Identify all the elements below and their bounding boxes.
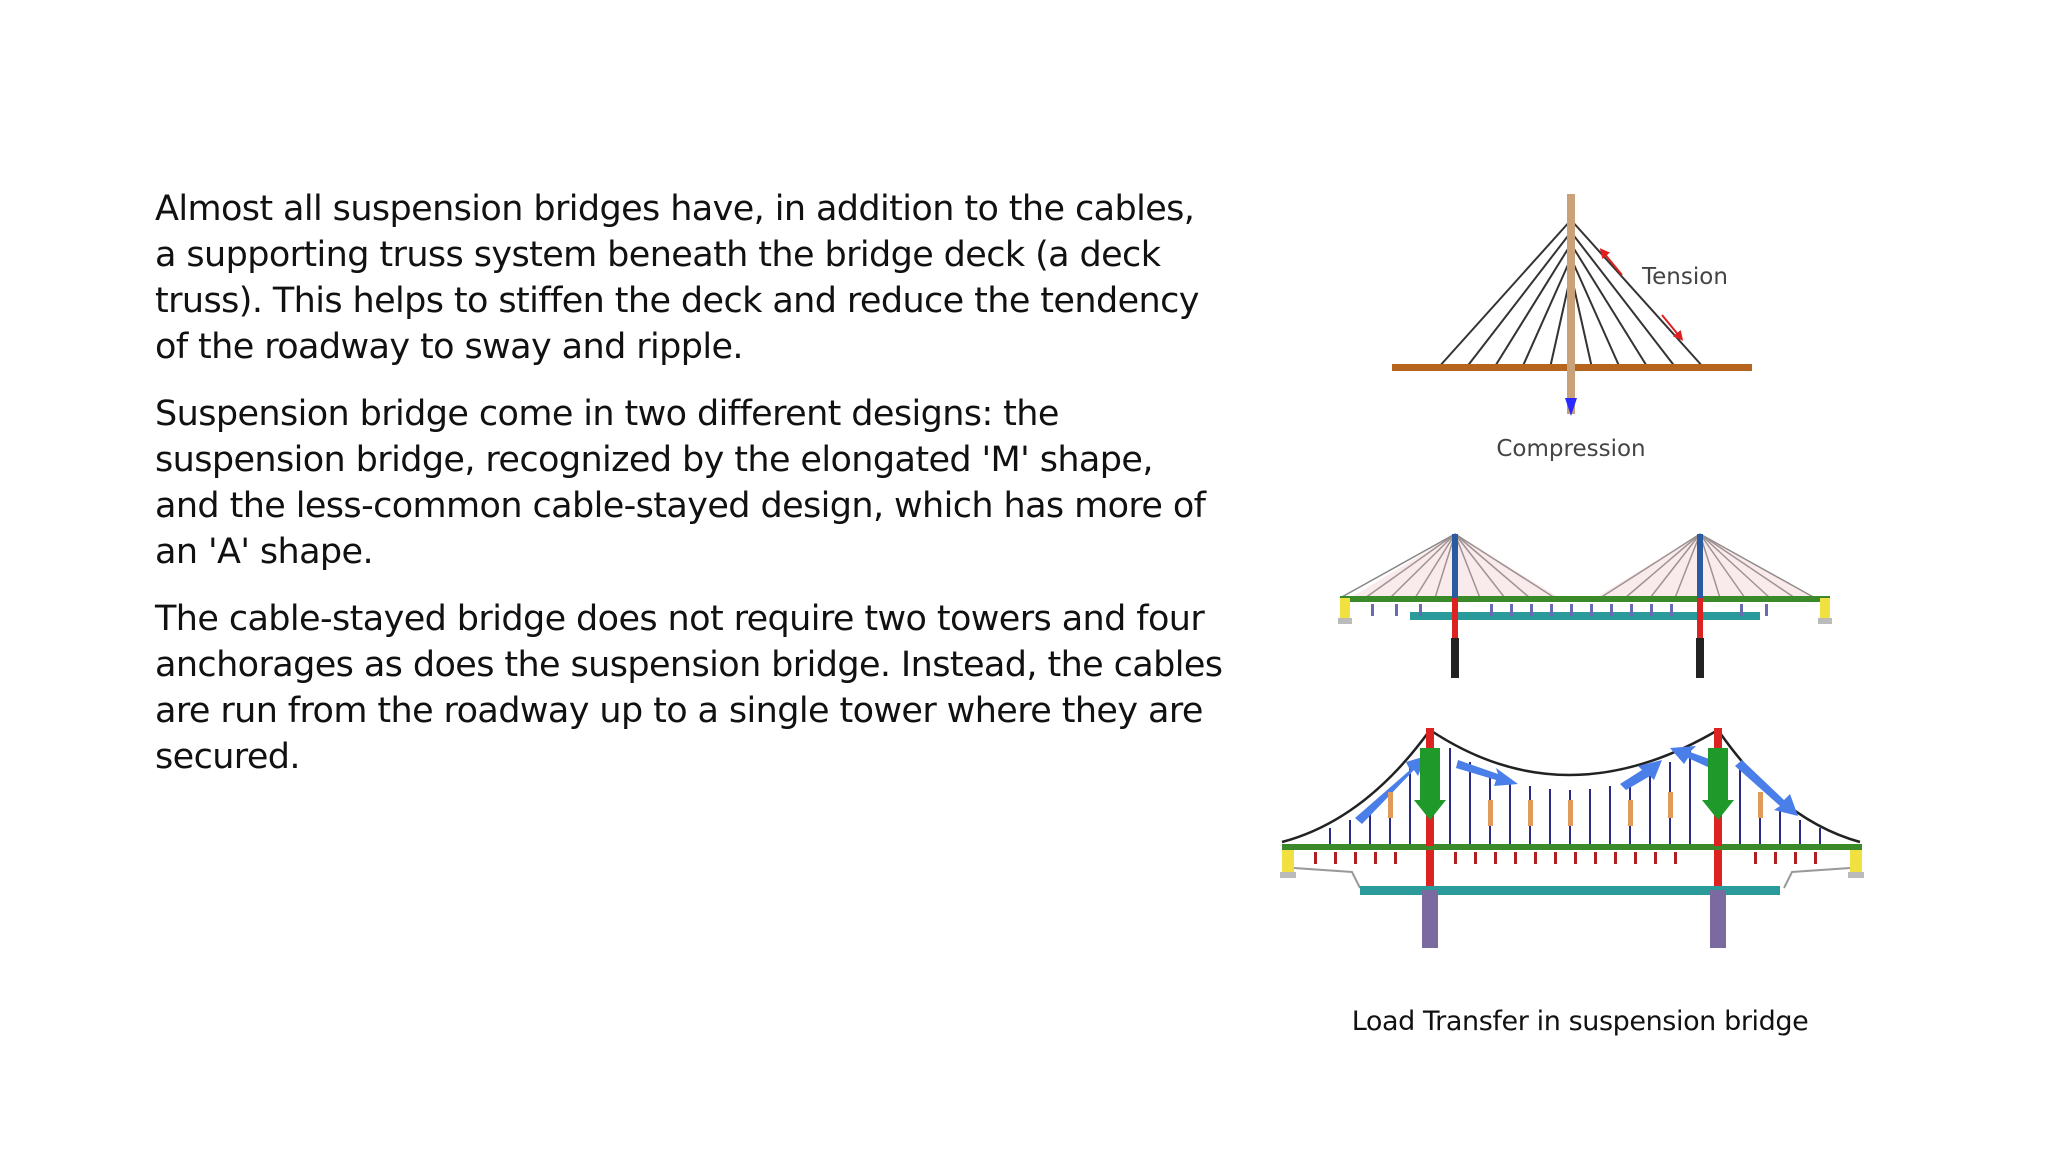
tower-force-arrow-right <box>1702 748 1734 820</box>
hanger-tension-arrows <box>1388 792 1763 826</box>
cable-stayed-deck <box>1340 596 1830 602</box>
cable-stayed-load-arrows <box>1371 604 1768 616</box>
paragraph-1: Almost all suspension bridges have, in a… <box>155 189 1199 367</box>
compression-arrow-icon <box>1565 398 1577 416</box>
right-abutment <box>1820 598 1830 618</box>
suspension-right-abutment <box>1850 850 1862 872</box>
cable-force-arrows <box>1355 746 1798 824</box>
cable-stayed-force-diagram: Tension Compression <box>1392 194 1752 462</box>
cable-stayed-girder <box>1410 612 1760 620</box>
suspension-left-abutment <box>1282 850 1294 872</box>
paragraph-3: The cable-stayed bridge does not require… <box>155 599 1223 777</box>
suspension-girder <box>1360 886 1780 895</box>
compression-label: Compression <box>1496 436 1645 462</box>
tension-arrow-down <box>1661 314 1684 341</box>
suspension-load-arrows <box>1314 852 1817 864</box>
cable-stayed-tower-right <box>1697 534 1703 598</box>
suspension-bridge-diagram <box>1280 728 1864 948</box>
cable-stayed-tower-left <box>1452 534 1458 598</box>
suspension-deck <box>1282 844 1862 850</box>
figure-caption: Load Transfer in suspension bridge <box>1351 1006 1809 1037</box>
paragraph-2: Suspension bridge come in two different … <box>155 394 1206 572</box>
cable-stayed-bridge-diagram <box>1338 533 1832 678</box>
tower-force-arrow-left <box>1414 748 1446 820</box>
tension-label: Tension <box>1641 264 1728 290</box>
bridge-figure: Tension Compression <box>1270 180 1890 980</box>
pier-right <box>1710 890 1726 948</box>
left-abutment <box>1340 598 1350 618</box>
bridge-diagrams-svg: Tension Compression <box>1280 194 1864 948</box>
body-text: Almost all suspension bridges have, in a… <box>155 186 1225 801</box>
tension-arrow-up <box>1599 248 1623 276</box>
pier-left <box>1422 890 1438 948</box>
tower <box>1567 194 1575 414</box>
